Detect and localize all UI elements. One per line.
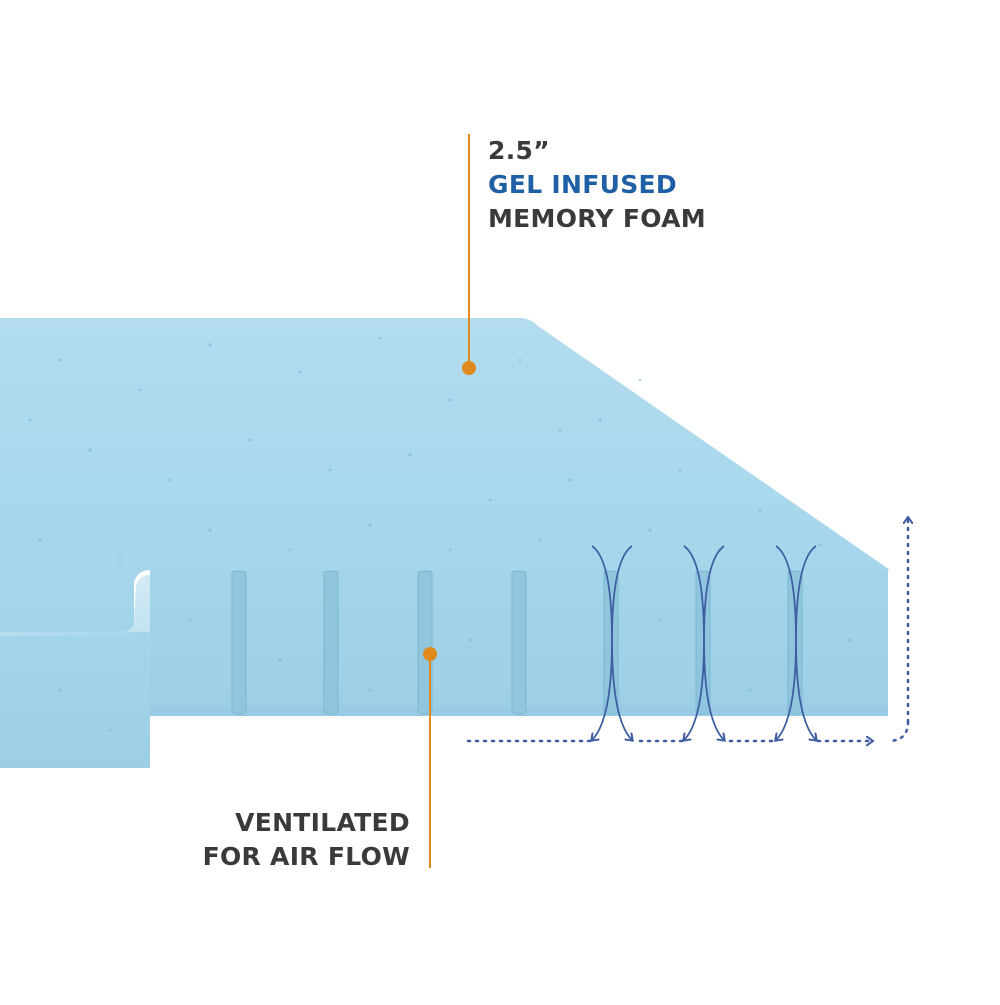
ventilation-leader-dot [423, 647, 437, 661]
gel-speckles [28, 336, 852, 732]
foam-top-surface [0, 318, 890, 632]
foam-callout: 2.5” GEL INFUSED MEMORY FOAM [488, 134, 706, 236]
airflow-curves [592, 545, 816, 740]
foam-step-bevel [0, 575, 150, 636]
foam-thickness-label: 2.5” [488, 136, 550, 165]
foam-leader-dot [462, 361, 476, 375]
airflow-arrows [466, 518, 908, 741]
ventilation-channels [231, 570, 803, 715]
foam-gel-label: GEL INFUSED [488, 170, 677, 199]
ventilation-label-line1: VENTILATED [235, 808, 410, 837]
ventilation-callout: VENTILATED FOR AIR FLOW [203, 806, 410, 874]
ventilation-label-line2: FOR AIR FLOW [202, 842, 410, 871]
foam-left-block [0, 632, 150, 768]
foam-type-label: MEMORY FOAM [488, 204, 706, 233]
